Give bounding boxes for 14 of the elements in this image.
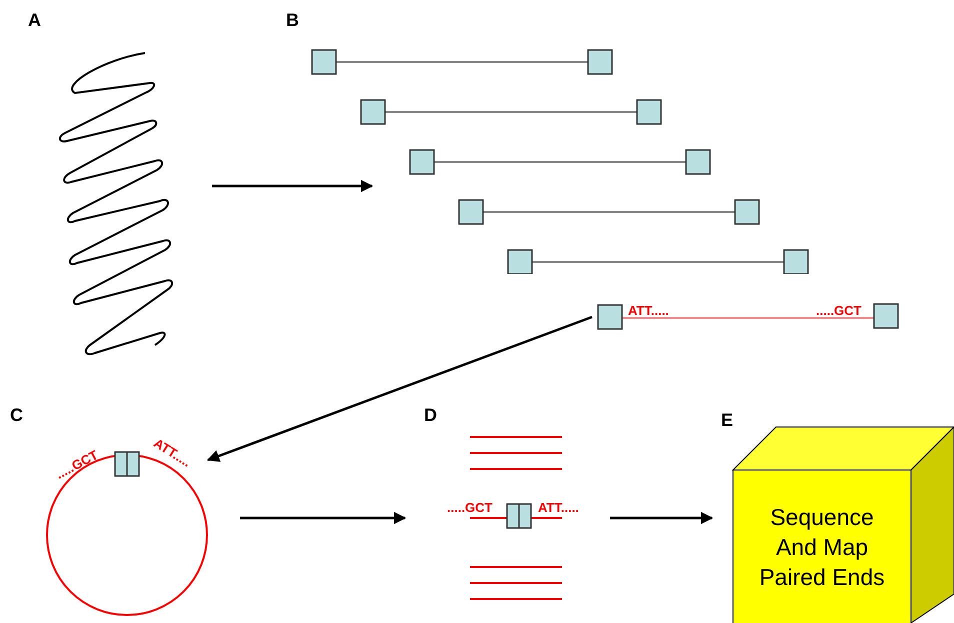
panel-letter: B xyxy=(286,10,299,31)
sequence-label: ATT..... xyxy=(538,501,579,514)
sequence-label: .....GCT xyxy=(816,304,862,317)
panel-letter: A xyxy=(28,10,41,31)
sequence-label: .....GCT xyxy=(447,501,492,514)
arrow xyxy=(212,180,374,192)
panel-letter: E xyxy=(721,410,734,431)
arrow xyxy=(610,512,714,524)
panel-letter: D xyxy=(424,405,437,426)
arrow xyxy=(240,512,406,524)
arrow xyxy=(206,316,592,462)
sequence-label: ATT..... xyxy=(628,304,669,317)
box-text: Sequence And Map Paired Ends xyxy=(758,503,886,592)
panel-letter: C xyxy=(10,405,23,426)
